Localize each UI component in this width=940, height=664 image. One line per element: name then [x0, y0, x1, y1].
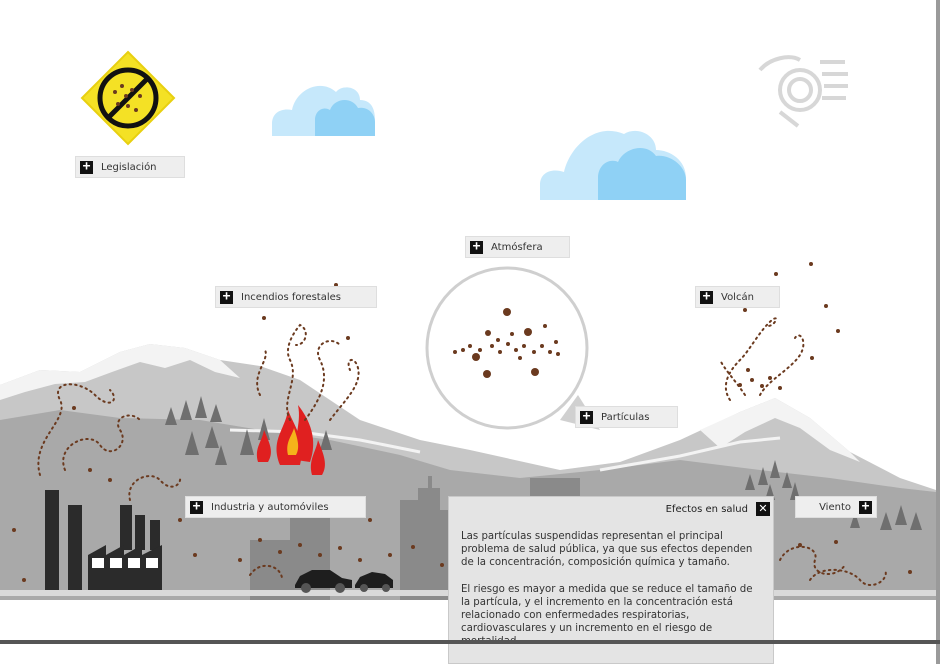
smoke-swirls — [37, 317, 887, 586]
cars — [295, 570, 393, 593]
viento-label: Viento — [819, 501, 851, 513]
plus-icon: + — [220, 290, 233, 304]
snow-caps-volcano — [700, 398, 860, 462]
volcan-label: Volcán — [721, 291, 754, 303]
forest-fire — [256, 405, 325, 475]
atmosfera-label: Atmósfera — [491, 241, 543, 253]
health-effects-panel: Efectos en salud ✕ Las partículas suspen… — [448, 496, 774, 664]
cloud-right — [540, 130, 686, 200]
incendios-button[interactable]: + Incendios forestales — [215, 286, 377, 308]
volcan-button[interactable]: + Volcán — [695, 286, 780, 308]
industria-label: Industria y automóviles — [211, 501, 329, 513]
forest-left — [165, 396, 332, 465]
legislacion-button[interactable]: + Legislación — [75, 156, 185, 178]
industria-button[interactable]: + Industria y automóviles — [185, 496, 366, 518]
snow-caps-left — [0, 344, 240, 400]
health-paragraph-2: El riesgo es mayor a medida que se reduc… — [461, 584, 753, 647]
particulas-label: Partículas — [601, 411, 650, 423]
atmosfera-button[interactable]: + Atmósfera — [465, 236, 570, 258]
plus-icon: + — [470, 240, 483, 254]
incendios-label: Incendios forestales — [241, 291, 341, 303]
close-icon[interactable]: ✕ — [756, 502, 770, 516]
bottom-bar — [0, 640, 940, 644]
health-panel-title: Efectos en salud — [665, 503, 748, 515]
factory — [45, 490, 162, 590]
bird-logo-icon — [758, 55, 848, 128]
particles — [12, 262, 912, 582]
no-particles-sign-icon — [80, 50, 176, 146]
plus-icon: + — [859, 500, 872, 514]
viento-button[interactable]: Viento + — [795, 496, 877, 518]
plus-icon: + — [580, 410, 593, 424]
legislacion-label: Legislación — [101, 161, 157, 173]
health-panel-header: Efectos en salud ✕ — [449, 497, 773, 521]
particulas-button[interactable]: + Partículas — [575, 406, 678, 428]
health-paragraph-1: Las partículas suspendidas representan e… — [461, 531, 753, 568]
cloud-left — [272, 85, 375, 136]
plus-icon: + — [190, 500, 203, 514]
plus-icon: + — [700, 290, 713, 304]
plus-icon: + — [80, 160, 93, 174]
